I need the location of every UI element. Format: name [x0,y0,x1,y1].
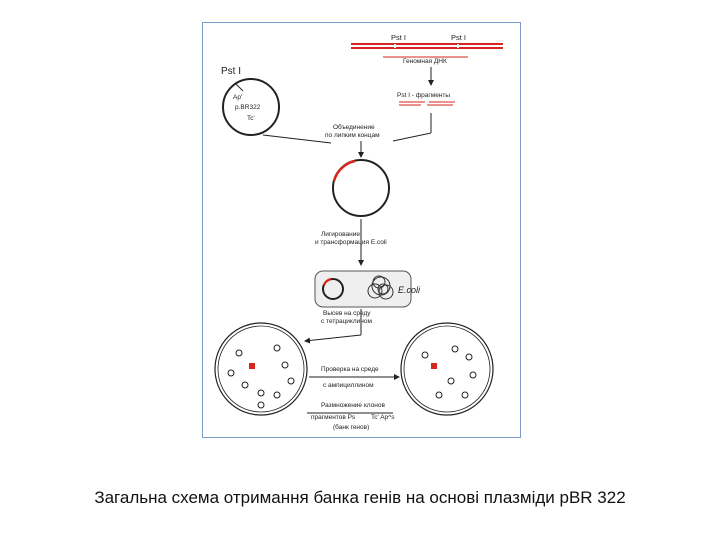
check-step-line2: с ампициллином [323,382,374,389]
plating-step-line1: Высев на среду [323,310,371,317]
diagram-frame: Pst I Pst I Геномная ДНК Pst I - фрагмен… [202,22,521,438]
ampicillin-plate [401,323,493,415]
multiplication-line1: Размножение клонов [321,402,385,409]
dna-fragments [399,102,455,105]
plating-step-line2: с тетрациклином [321,318,372,325]
figure-caption: Загальна схема отримання банка генів на … [0,488,720,508]
tc-marker-label: Tc' [247,115,255,122]
genomic-dna-label: Геномная ДНК [403,58,447,65]
pst-plasmid-label: Pst I [221,66,241,77]
ecoli-label: E.coli [398,285,421,295]
pst-site-label-2: Pst I [451,33,466,42]
ligation-step-line2: и трансформация E.coli [315,239,387,246]
phenotype-label: Tc' Ap^s [371,414,395,421]
check-step-line1: Проверка на среде [321,366,379,373]
tetracycline-plate [215,323,307,415]
genomic-dna-strands [351,44,503,48]
ligation-step-line1: Лигирование [321,231,360,238]
connector-left [263,135,331,143]
multiplication-line2: прагментов Ps [311,414,356,421]
join-step-line2: по липким концам [325,132,380,139]
fragments-label: Pst I - фрагменты [397,92,450,99]
pst-site-label-1: Pst I [391,33,406,42]
gene-bank-diagram: Pst I Pst I Геномная ДНК Pst I - фрагмен… [203,23,522,439]
join-step-line1: Объединение [333,123,375,131]
inserted-fragment [334,161,355,181]
plasmid-site-tick [235,83,243,91]
connector-right [393,133,431,141]
ecoli-cell [315,271,411,307]
arrow-to-tet-plate [305,335,361,341]
multiplication-line3: (банк генов) [333,423,369,431]
plasmid-name-label: p.BR322 [235,104,261,111]
amp-marker-label: Ap' [233,94,242,101]
